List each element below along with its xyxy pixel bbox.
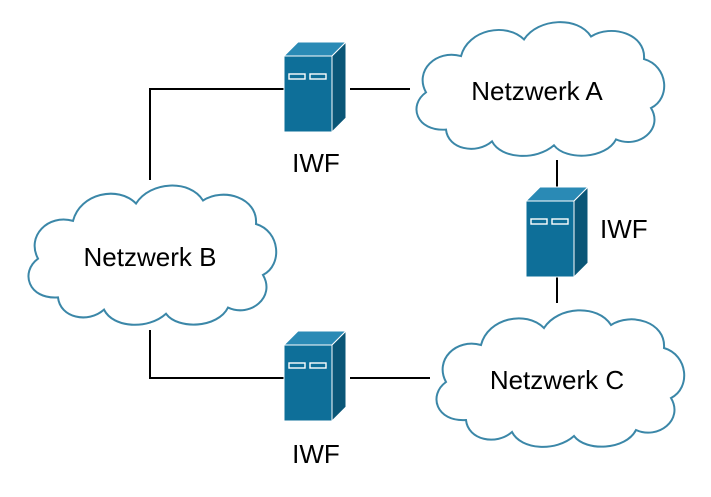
server-drive-slot xyxy=(288,362,306,369)
netzwerk-c-label: Netzwerk C xyxy=(490,365,624,395)
server-icon xyxy=(524,185,590,279)
iwf-server-bottom xyxy=(282,329,348,423)
link-b-to-bottom-iwf xyxy=(149,330,284,379)
iwf-top-label: IWF xyxy=(292,148,340,178)
server-side-face xyxy=(331,329,347,423)
server-drive-slot xyxy=(551,218,569,225)
server-drive-slot xyxy=(309,73,327,80)
iwf-server-right xyxy=(524,185,590,279)
server-drive-slot xyxy=(288,73,306,80)
server-side-face xyxy=(331,40,347,134)
server-front-face xyxy=(525,200,575,278)
server-side-face xyxy=(573,185,589,279)
iwf-right-label: IWF xyxy=(600,214,648,244)
server-front-face xyxy=(283,55,333,133)
server-drive-slot xyxy=(530,218,548,225)
connection-lines xyxy=(149,88,558,379)
server-icon xyxy=(282,40,348,134)
netzwerk-b-label: Netzwerk B xyxy=(84,242,217,272)
server-drive-slot xyxy=(309,362,327,369)
iwf-server-top xyxy=(282,40,348,134)
server-icon xyxy=(282,329,348,423)
iwf-bottom-label: IWF xyxy=(292,439,340,469)
link-b-to-top-iwf xyxy=(149,88,284,180)
netzwerk-a-label: Netzwerk A xyxy=(471,76,603,106)
server-front-face xyxy=(283,344,333,422)
